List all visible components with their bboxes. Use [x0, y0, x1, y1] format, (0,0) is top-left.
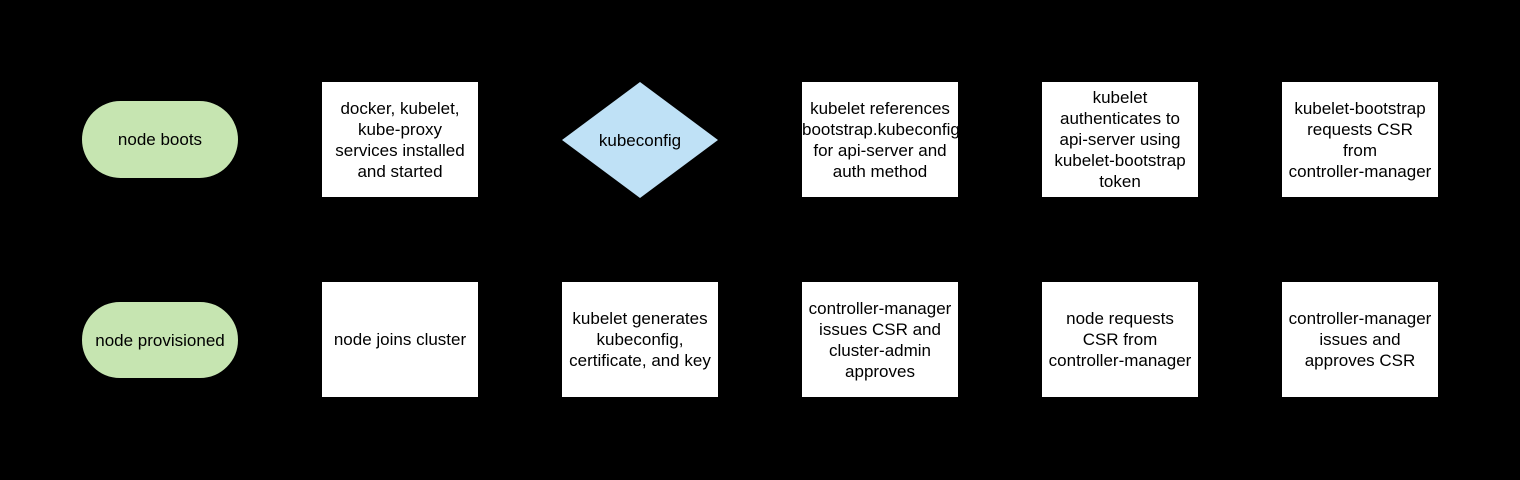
node-label: controller-manager issues CSR and cluste… — [808, 298, 952, 381]
process-node-joins-cluster: node joins cluster — [321, 281, 479, 398]
process-cm-issues-csr-admin-approves: controller-manager issues CSR and cluste… — [801, 281, 959, 398]
node-label: node provisioned — [95, 330, 225, 350]
process-kubelet-bootstrap-requests-csr: kubelet-bootstrap requests CSR from cont… — [1281, 81, 1439, 198]
node-label: controller-manager issues and approves C… — [1288, 309, 1432, 370]
process-kubelet-authenticates: kubelet authenticates to api-server usin… — [1041, 81, 1199, 198]
decision-kubeconfig: kubeconfig — [562, 82, 718, 198]
process-kubelet-references-bootstrap: kubelet references bootstrap.kubeconfig … — [801, 81, 959, 198]
node-label: node joins cluster — [333, 330, 467, 349]
node-label: kubelet references bootstrap.kubeconfig … — [802, 98, 959, 181]
terminator-node-provisioned: node provisioned — [81, 301, 239, 379]
node-label: docker, kubelet, kube-proxy services ins… — [335, 98, 465, 181]
node-label: kubeconfig — [598, 130, 682, 150]
node-label: node boots — [117, 130, 203, 149]
process-kubelet-generates: kubelet generates kubeconfig, certificat… — [561, 281, 719, 398]
node-label: kubelet generates kubeconfig, certificat… — [569, 309, 711, 370]
node-label: kubelet authenticates to api-server usin… — [1054, 88, 1186, 191]
process-cm-issues-approves-csr: controller-manager issues and approves C… — [1281, 281, 1439, 398]
node-label: node requests CSR from controller-manage… — [1048, 309, 1192, 370]
process-services-installed: docker, kubelet, kube-proxy services ins… — [321, 81, 479, 198]
node-label: kubelet-bootstrap requests CSR from cont… — [1288, 98, 1432, 181]
process-node-requests-csr: node requests CSR from controller-manage… — [1041, 281, 1199, 398]
terminator-node-boots: node boots — [81, 100, 239, 179]
